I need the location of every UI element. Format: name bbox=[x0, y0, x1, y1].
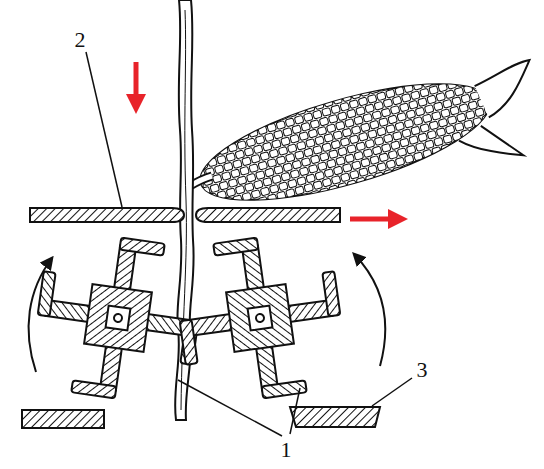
stripper-plate bbox=[196, 208, 340, 222]
leader-line bbox=[290, 388, 300, 434]
snapping-roll bbox=[170, 228, 351, 409]
rotation-arrow bbox=[29, 258, 52, 372]
guard-plate bbox=[290, 407, 380, 427]
leader-line bbox=[178, 380, 282, 436]
callout-number: 2 bbox=[75, 29, 86, 51]
stripper-plate bbox=[30, 208, 184, 222]
corn-ear bbox=[182, 43, 544, 245]
callout-label: 2 bbox=[75, 29, 86, 51]
callout-number: 1 bbox=[281, 439, 292, 461]
callout-number: 3 bbox=[417, 359, 428, 381]
callout-label: 3 bbox=[417, 359, 428, 381]
guard-plate bbox=[22, 410, 104, 428]
callout-label: 1 bbox=[281, 439, 292, 461]
leader-line bbox=[86, 52, 122, 207]
leader-line bbox=[372, 378, 412, 406]
motion-arrow bbox=[350, 217, 402, 222]
feed-arrow bbox=[134, 62, 139, 108]
rotation-arrow bbox=[354, 254, 385, 366]
